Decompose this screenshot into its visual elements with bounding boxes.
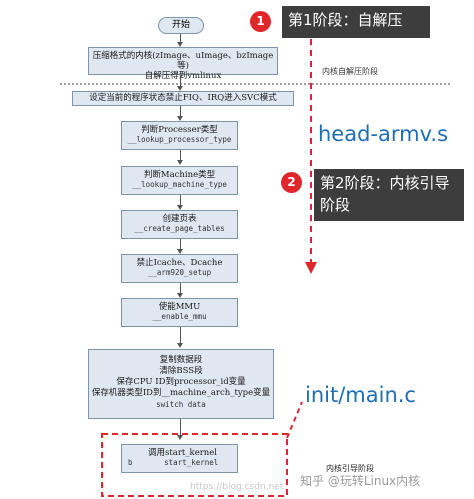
arrow-down-icon xyxy=(177,86,183,91)
head-armv-file-label: head-armv.s xyxy=(318,122,449,146)
step-page-tables-func: __create_page_tables xyxy=(134,224,225,233)
step-enable-mmu: 使能MMU __enable_mmu xyxy=(121,298,238,327)
arrow-down-icon xyxy=(177,435,183,440)
arrow-down-icon xyxy=(177,42,183,47)
connector xyxy=(180,239,181,251)
step-processor-type-func: __lookup_processor_type xyxy=(127,135,232,144)
init-main-file-label: init/main.c xyxy=(305,383,416,407)
connector xyxy=(180,34,181,44)
step-enable-mmu-func: __enable_mmu xyxy=(152,312,207,321)
step-machine-type-title: 判断Machine类型 xyxy=(143,170,216,180)
stage-2-callout: 第2阶段：内核引导 阶段 xyxy=(314,169,464,221)
step-2-badge: 2 xyxy=(281,172,302,193)
step-data-setup-line4: 保存机器类型ID到__machine_arch_type变量 xyxy=(91,388,271,398)
step-1-badge: 1 xyxy=(250,11,271,32)
connector xyxy=(180,327,181,345)
step-start-kernel-func: b start_kernel xyxy=(128,458,237,468)
watermark: 知乎 @玩转Linux内核 xyxy=(300,474,421,488)
connector xyxy=(180,195,181,207)
stage-2-label-line1: 第2阶段：内核引导 xyxy=(320,174,450,192)
step-processor-type-title: 判断Processer类型 xyxy=(141,125,218,135)
connector xyxy=(180,106,181,118)
step-svc-mode: 设定当前的程序状态禁止FIQ、IRQ进入SVC模式 xyxy=(72,91,294,106)
step-data-setup-line1: 复制数据段 xyxy=(159,355,203,365)
stage-separator-label: 内核自解压阶段 xyxy=(322,67,378,76)
step-machine-type-func: __lookup_machine_type xyxy=(132,180,227,189)
step-start-kernel-title: 调用start_kernel xyxy=(147,448,218,458)
step-data-setup-func: switch data xyxy=(156,400,206,409)
stage-1-callout: 第1阶段：自解压 xyxy=(282,6,430,38)
step-enable-mmu-title: 使能MMU xyxy=(158,302,201,312)
step-disable-cache-func: __arm920_setup xyxy=(147,268,212,277)
step-data-setup-line2: 清除BSS段 xyxy=(159,366,203,376)
step-decompress-line1: 压缩格式的内核(zImage、uImage、bzImage等) xyxy=(92,51,274,71)
step-data-setup: 复制数据段 清除BSS段 保存CPU ID到processor_id变量 保存机… xyxy=(88,349,274,419)
stage-2-label-line2: 阶段 xyxy=(320,196,351,214)
step-page-tables: 创建页表 __create_page_tables xyxy=(121,210,238,239)
watermark-url: https://blog.csdn.net xyxy=(190,482,284,492)
step-svc-mode-label: 设定当前的程序状态禁止FIQ、IRQ进入SVC模式 xyxy=(89,93,277,103)
kernel-stage-label: 内核引导阶段 xyxy=(326,464,374,473)
step-decompress-line2: 自解压得到vmlinux xyxy=(144,71,222,81)
step-disable-cache-title: 禁止Icache、Dcache xyxy=(136,258,223,268)
step-processor-type: 判断Processer类型 __lookup_processor_type xyxy=(121,121,238,150)
step-machine-type: 判断Machine类型 __lookup_machine_type xyxy=(121,166,238,195)
arrow-down-icon xyxy=(177,249,183,254)
arrow-down-icon xyxy=(177,116,183,121)
start-node: 开始 xyxy=(158,17,204,34)
arrow-down-icon xyxy=(177,160,183,165)
step-start-kernel: 调用start_kernel b start_kernel xyxy=(121,444,238,473)
arrow-down-icon xyxy=(177,343,183,348)
connector xyxy=(180,75,181,87)
step-decompress: 压缩格式的内核(zImage、uImage、bzImage等) 自解压得到vml… xyxy=(88,47,278,81)
arrow-down-icon xyxy=(177,293,183,298)
connector xyxy=(180,150,181,162)
connector xyxy=(180,419,181,437)
step-data-setup-line3: 保存CPU ID到processor_id变量 xyxy=(116,377,246,387)
connector xyxy=(180,283,181,295)
step-page-tables-title: 创建页表 xyxy=(162,214,197,224)
step-start-kernel-func-name: start_kernel xyxy=(164,458,219,467)
arrow-down-icon xyxy=(177,205,183,210)
step-start-kernel-func-b: b xyxy=(128,458,133,467)
step-disable-cache: 禁止Icache、Dcache __arm920_setup xyxy=(121,254,238,283)
stage-1-label: 第1阶段：自解压 xyxy=(288,11,403,29)
